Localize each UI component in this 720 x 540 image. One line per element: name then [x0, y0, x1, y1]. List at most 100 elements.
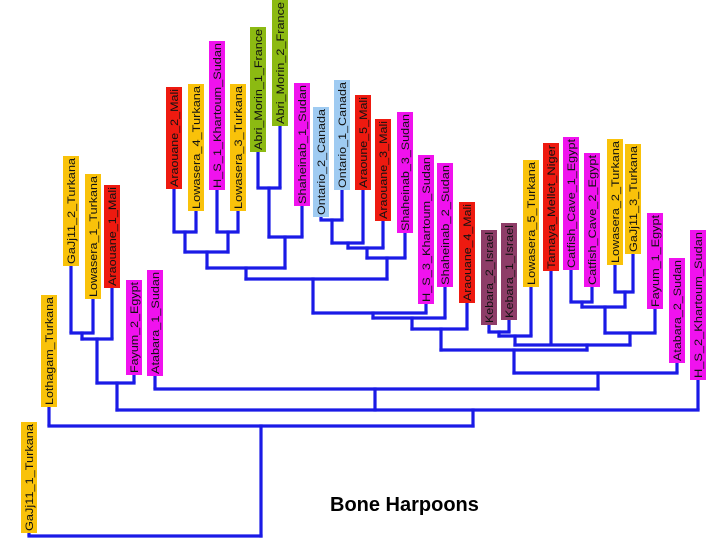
- leaf-h-s-3-khartoum-sudan: H_S_3_Khartoum_Sudan: [418, 155, 434, 313]
- label-box: [104, 185, 120, 288]
- label-box: [584, 153, 600, 287]
- label-box: [355, 95, 371, 190]
- label-box: [294, 83, 310, 206]
- label-box: [250, 27, 266, 152]
- leaf-lowasera-1-turkana: Lowasera_1_Turkana: [85, 174, 101, 333]
- leaf-h-s-2-khartoum-sudan: H_S_2_Khartoum_Sudan: [690, 230, 706, 410]
- label-box: [543, 143, 559, 271]
- leaf-gajj11-1-turkana: GaJj11_1_Turkana: [21, 422, 37, 536]
- leaf-lothagam-turkana: Lothagam_Turkana: [41, 295, 57, 426]
- label-box: [690, 230, 706, 380]
- label-box: [188, 84, 204, 211]
- leaf-lowasera-5-turkana: Lowasera_5_Turkana: [523, 160, 539, 336]
- label-box: [166, 87, 182, 189]
- leaf-ontario-2-canada: Ontario_2_Canada: [313, 107, 329, 220]
- leaf-fayum-1-egypt: Fayum_1_Egypt: [647, 213, 663, 333]
- leaf-araouane-2-mali: Araouane_2_Mali: [166, 87, 182, 232]
- leaf-lowasera-3-turkana: Lowasera_3_Turkana: [230, 84, 246, 232]
- label-box: [418, 155, 434, 304]
- leaf-shaheinab-1-sudan: Shaheinab_1_Sudan: [294, 83, 310, 237]
- leaf-shaheinab-2-sudan: Shaheinab_2_Sudan: [437, 163, 453, 318]
- label-box: [41, 295, 57, 407]
- leaf-label: H_S_3_Khartoum_Sudan: [421, 157, 433, 302]
- leaf-label: Lowasera_1_Turkana: [88, 175, 100, 297]
- leaf-label: GaJj11_1_Turkana: [24, 423, 36, 531]
- leaf-label: Araoune_5_Mali: [358, 97, 370, 188]
- label-box: [669, 258, 685, 363]
- leaf-label: Lowasera_2_Turkana: [610, 140, 622, 263]
- label-box: [21, 422, 37, 533]
- label-box: [126, 280, 142, 375]
- leaf-label: Catfish_Cave_1_Egypt: [566, 139, 578, 268]
- leaf-label: Lowasera_5_Turkana: [526, 161, 538, 285]
- leaf-label: Atabara_1_Sudan: [150, 272, 162, 374]
- leaf-label: Atabara_2_Sudan: [672, 260, 684, 361]
- label-box: [230, 84, 246, 211]
- leaf-label: Araouane_4_Mali: [462, 204, 474, 301]
- leaf-araouane-4-mali: Araouane_4_Mali: [459, 202, 475, 329]
- leaf-label: GaJj11_3_Turkana: [628, 145, 640, 252]
- leaf-abri-morin-1-france: Abri_Morin_1_France: [250, 27, 266, 188]
- leaf-label: Shaheinab_2_Sudan: [440, 165, 452, 285]
- leaf-label: Fayum_1_Egypt: [650, 215, 662, 307]
- leaf-catfish-cave-2-egypt: Catfish_Cave_2_Egypt: [584, 153, 600, 302]
- leaf-araouane-1-mali: Araouane_1_Mali: [104, 185, 120, 339]
- leaf-catfish-cave-1-egypt: Catfish_Cave_1_Egypt: [563, 137, 579, 302]
- leaf-abri-morin-2-france: Abri_Morin_2_France: [272, 0, 288, 188]
- label-box: [481, 230, 497, 325]
- leaf-ontario-1-canada: Ontario_1_Canada: [334, 80, 350, 220]
- label-box: [147, 270, 163, 376]
- label-box: [63, 156, 79, 266]
- leaf-tamaya-mellet-niger: Tamaya_Mellet_Niger: [543, 143, 559, 345]
- leaf-label: H_S_1_Khartoum_Sudan: [212, 43, 224, 188]
- leaf-label: Catfish_Cave_2_Egypt: [587, 155, 599, 285]
- leaf-atabara-1-sudan: Atabara_1_Sudan: [147, 270, 163, 389]
- leaf-label: Tamaya_Mellet_Niger: [546, 145, 558, 269]
- label-box: [647, 213, 663, 309]
- leaf-label: H_S_2_Khartoum_Sudan: [693, 232, 705, 378]
- leaf-fayum-2-egypt: Fayum_2_Egypt: [126, 280, 142, 383]
- leaf-label: Kebara_1_Israel: [504, 225, 516, 318]
- leaf-label: Shaheinab_1_Sudan: [297, 85, 309, 204]
- leaf-gajj11-2-turkana: GaJj11_2_Turkana: [63, 156, 79, 333]
- leaf-label: Shaheinab_3_Sudan: [400, 114, 412, 231]
- leaf-label: GaJj11_2_Turkana: [66, 157, 78, 264]
- leaf-label: Lowasera_3_Turkana: [233, 85, 245, 209]
- leaf-araoune-5-mali: Araoune_5_Mali: [355, 95, 371, 243]
- label-box: [437, 163, 453, 287]
- leaf-shaheinab-3-sudan: Shaheinab_3_Sudan: [397, 112, 413, 258]
- label-box: [459, 202, 475, 303]
- leaf-label: Abri_Morin_1_France: [253, 29, 265, 150]
- leaf-label: Ontario_2_Canada: [316, 108, 328, 215]
- leaf-label: Araouane_3_Mali: [378, 121, 390, 219]
- label-box: [563, 137, 579, 270]
- label-box: [397, 112, 413, 233]
- leaf-kebara-1-israel: Kebara_1_Israel: [501, 223, 517, 332]
- label-box: [607, 139, 623, 265]
- leaf-label: Araouane_2_Mali: [169, 89, 181, 187]
- leaf-label: Abri_Morin_2_France: [275, 2, 287, 124]
- leaf-label: Lowasera_4_Turkana: [191, 85, 203, 209]
- leaf-h-s-1-khartoum-sudan: H_S_1_Khartoum_Sudan: [209, 41, 225, 232]
- label-box: [501, 223, 517, 320]
- label-box: [375, 119, 391, 221]
- leaf-kebara-2-israel: Kebara_2_Israel: [481, 230, 497, 332]
- leaf-gajj11-3-turkana: GaJj11_3_Turkana: [625, 144, 641, 292]
- label-box: [523, 160, 539, 287]
- label-box: [85, 174, 101, 299]
- label-box: [313, 107, 329, 217]
- leaf-lowasera-2-turkana: Lowasera_2_Turkana: [607, 139, 623, 292]
- leaf-label: Kebara_2_Israel: [484, 232, 496, 323]
- leaf-araouane-3-mali: Araouane_3_Mali: [375, 119, 391, 248]
- leaf-lowasera-4-turkana: Lowasera_4_Turkana: [188, 84, 204, 232]
- label-box: [209, 41, 225, 190]
- label-box: [334, 80, 350, 190]
- leaf-atabara-2-sudan: Atabara_2_Sudan: [669, 258, 685, 373]
- figure-title: Bone Harpoons: [330, 494, 479, 516]
- leaf-label: Araouane_1_Mali: [107, 187, 119, 286]
- label-box: [272, 0, 288, 126]
- leaf-label: Fayum_2_Egypt: [129, 282, 141, 373]
- leaf-label: Lothagam_Turkana: [44, 296, 56, 405]
